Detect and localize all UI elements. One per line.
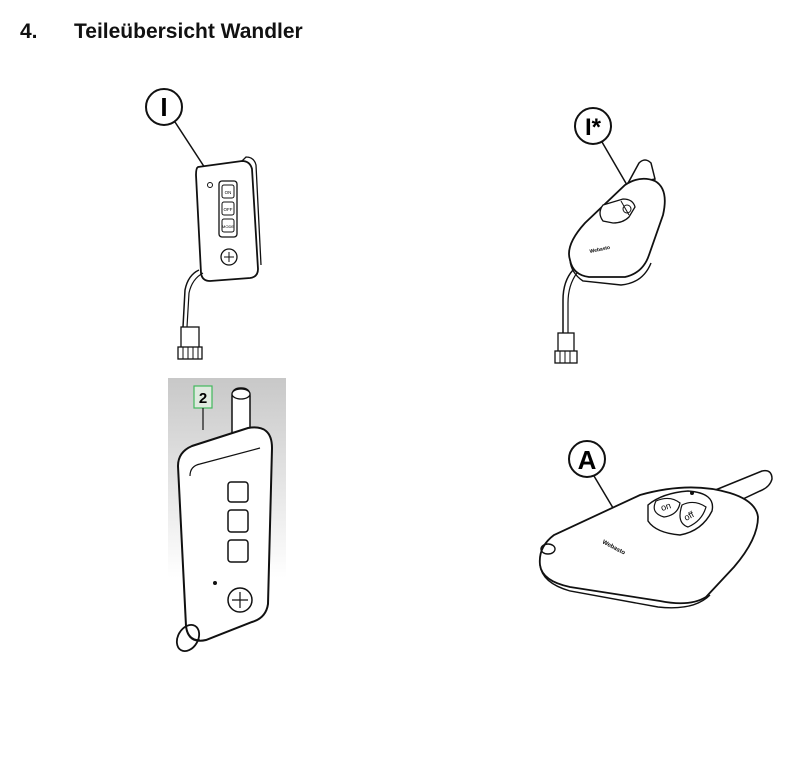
callout-label-i: I	[160, 92, 167, 122]
on-button-label[interactable]: on	[660, 500, 673, 513]
cable	[562, 269, 574, 333]
callout-label-i-star: I*	[585, 114, 602, 141]
key-ring	[175, 623, 201, 653]
cable	[182, 269, 200, 328]
mode-button[interactable]	[221, 218, 235, 233]
section-title: Teileübersicht Wandler	[74, 20, 303, 43]
off-label: OFF	[224, 207, 233, 212]
callout-circle	[145, 88, 183, 126]
figure-remote-i-star: I* Webasto	[554, 107, 666, 364]
callout-circle	[574, 107, 612, 145]
off-button[interactable]	[221, 201, 235, 216]
callout-label-2: 2	[199, 390, 207, 407]
callout-leader	[174, 121, 206, 169]
on-label: ON	[225, 190, 232, 195]
button-1[interactable]	[227, 481, 249, 503]
connector-plug	[180, 326, 200, 350]
brand-label: Webasto	[589, 245, 611, 255]
figure-remote-2: 2	[168, 378, 286, 653]
callout-circle	[568, 440, 606, 478]
mode-label: MODE	[222, 224, 234, 229]
connector-plug	[557, 332, 575, 354]
figure-remote-i: I ON OFF MODE	[145, 88, 262, 360]
transmitter-body	[176, 426, 274, 642]
led-indicator	[207, 182, 213, 188]
fob-body	[568, 177, 666, 278]
button-3[interactable]	[227, 539, 249, 563]
off-button-label[interactable]: off	[682, 509, 696, 523]
on-button[interactable]	[221, 184, 235, 199]
callout-label-a: A	[578, 445, 597, 475]
key-ring	[540, 543, 556, 555]
callout-leader	[601, 141, 628, 186]
section-number: 4.	[20, 20, 38, 43]
figure-remote-a: A on off Webasto	[538, 440, 773, 609]
button-2[interactable]	[227, 509, 249, 533]
